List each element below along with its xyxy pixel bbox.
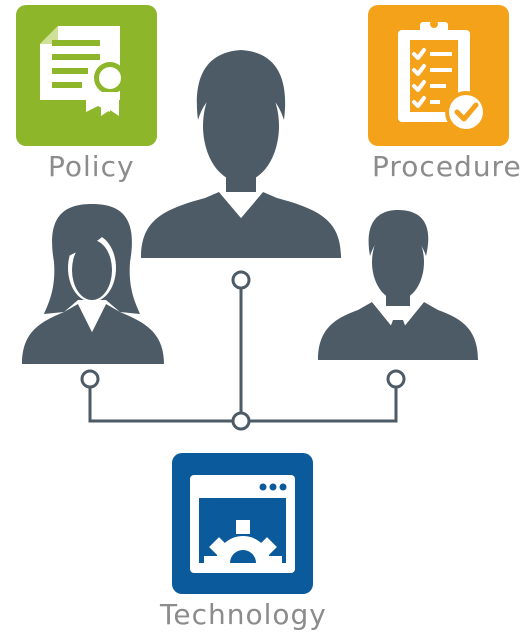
certificate-document-icon <box>40 26 126 116</box>
technology-tile <box>172 453 313 594</box>
procedure-label: Procedure <box>372 150 522 183</box>
businessman-tie-icon <box>318 210 478 360</box>
procedure-tile <box>368 5 509 146</box>
checklist-clipboard-icon <box>398 20 487 133</box>
policy-tile <box>16 5 157 146</box>
policy-label: Policy <box>48 150 135 183</box>
center-node <box>231 270 251 290</box>
technology-label: Technology <box>160 598 327 631</box>
junction-node <box>231 411 251 431</box>
right-node <box>386 369 406 389</box>
connector-nodes <box>80 270 406 431</box>
man-person-icon <box>141 50 341 258</box>
woman-person-icon <box>22 204 164 364</box>
left-node <box>80 369 100 389</box>
settings-window-icon <box>190 475 295 573</box>
